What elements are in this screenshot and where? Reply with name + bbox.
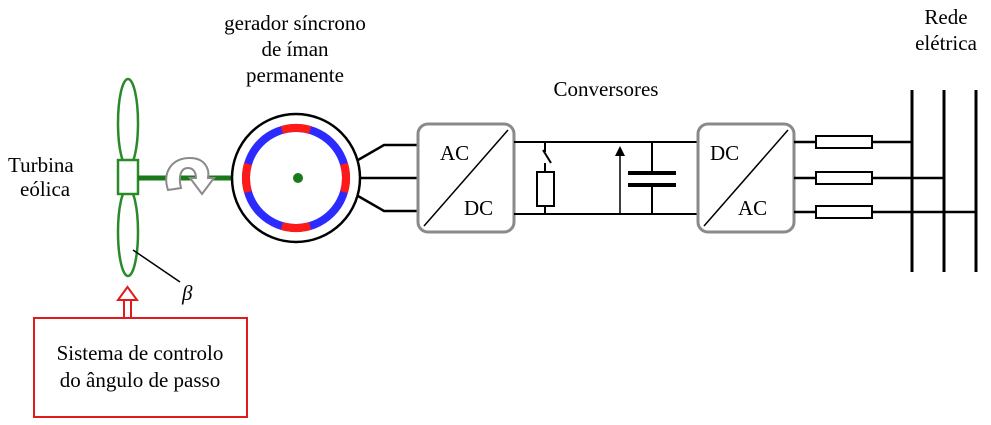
control-label-line1: Sistema de controlo: [57, 341, 224, 365]
grid-label-line2: elétrica: [915, 31, 977, 55]
grid-busbars: [910, 90, 978, 272]
dc-voltage-arrow: [615, 146, 625, 214]
turbine-blade-bottom: [116, 186, 140, 278]
pitch-control: [33, 285, 248, 418]
grid-label-line1: Rede: [924, 5, 967, 29]
turbine-label-line1: Turbina: [8, 153, 74, 177]
pmsg-generator: [230, 112, 362, 244]
dc-link: [514, 141, 698, 215]
inverter-ac-label: AC: [738, 196, 767, 220]
control-label-line2: do ângulo de passo: [60, 368, 220, 392]
rectifier-dc-label: DC: [464, 196, 493, 220]
generator-label-line1: gerador síncrono: [224, 11, 366, 35]
rectifier-ac-label: AC: [440, 141, 469, 165]
rectifier-converter: [416, 122, 516, 234]
rotation-arrow-icon: [165, 156, 216, 196]
generator-output-wires: [357, 143, 418, 213]
inverter-dc-label: DC: [710, 141, 739, 165]
dc-link-capacitor: [628, 142, 676, 214]
generator-rotor-center: [293, 173, 303, 183]
magnet-poles: [242, 124, 350, 232]
pitch-angle-pointer: [132, 249, 181, 283]
pitch-control-box: [33, 317, 248, 418]
pitch-angle-label: β: [181, 281, 193, 305]
control-signal-arrow-icon: [116, 285, 139, 318]
turbine-label-line2: eólica: [20, 177, 71, 201]
turbine-hub: [116, 158, 140, 196]
brake-chopper: [536, 142, 555, 214]
converters-label: Conversores: [554, 77, 659, 101]
generator-label-line2: de íman: [261, 37, 329, 61]
grid-filter: [794, 135, 976, 219]
generator-label-line3: permanente: [246, 63, 344, 87]
turbine-blade-top: [116, 77, 140, 169]
